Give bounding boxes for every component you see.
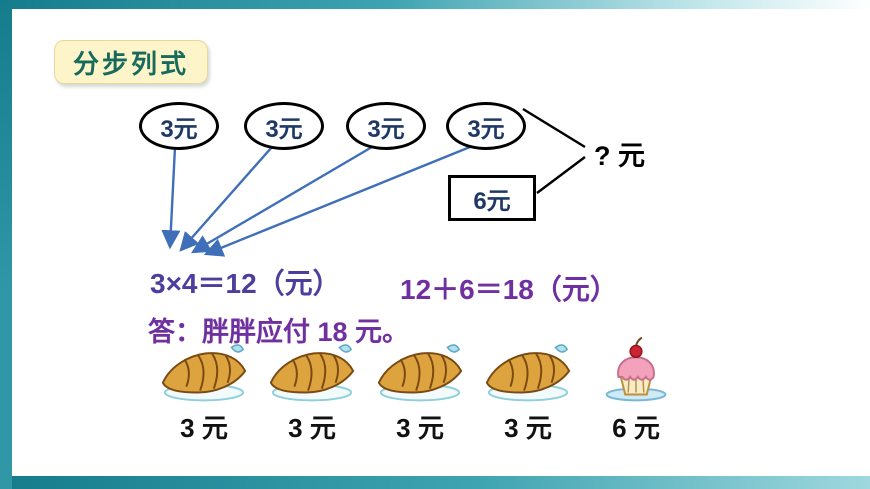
goods-price-label: 3 元	[180, 413, 228, 443]
arrow-from-oval-4	[203, 145, 471, 257]
price-oval-4: 3元	[446, 102, 526, 150]
arrow-from-oval-1	[161, 146, 181, 250]
price-box-label: 6元	[473, 187, 511, 215]
title-badge-label: 分步列式	[72, 48, 189, 79]
goods-item-bread-2: 3 元	[258, 336, 366, 445]
brace-line-top	[522, 107, 586, 149]
price-oval-1: 3元	[139, 102, 219, 150]
price-box-6yuan: 6元	[448, 175, 536, 221]
goods-item-bread-4: 3 元	[474, 336, 582, 445]
price-oval-3-label: 3元	[367, 115, 405, 143]
goods-price-label: 3 元	[288, 413, 336, 443]
question-total-label: ? 元	[594, 141, 645, 171]
price-oval-3: 3元	[346, 102, 426, 150]
bread-icon	[269, 344, 355, 402]
price-oval-1-label: 3元	[160, 115, 198, 143]
arrow-from-oval-3	[190, 145, 373, 254]
frame-top-bar	[0, 0, 870, 9]
bread-icon	[161, 344, 247, 402]
title-badge: 分步列式	[54, 40, 208, 84]
brace-line-bottom	[536, 156, 586, 194]
equation-step2: 12＋6＝18（元）	[400, 274, 618, 305]
cupcake-icon	[605, 336, 667, 402]
frame-left-bar	[0, 0, 12, 489]
goods-price-label: 6 元	[612, 413, 660, 443]
goods-price-label: 3 元	[396, 413, 444, 443]
price-oval-2-label: 3元	[265, 115, 303, 143]
arrow-from-oval-2	[179, 146, 273, 252]
equation-step1: 3×4＝12（元）	[150, 268, 341, 299]
bread-icon	[377, 344, 463, 402]
goods-item-bread-3: 3 元	[366, 336, 474, 445]
answer-sentence: 答：胖胖应付 18 元。	[148, 317, 410, 347]
goods-row: 3 元 3 元 3 元	[150, 336, 690, 445]
goods-item-cupcake: 6 元	[582, 336, 690, 445]
frame-bottom-bar	[0, 476, 870, 489]
price-oval-4-label: 3元	[467, 115, 505, 143]
bread-icon	[485, 344, 571, 402]
price-oval-2: 3元	[244, 102, 324, 150]
goods-price-label: 3 元	[504, 413, 552, 443]
goods-item-bread-1: 3 元	[150, 336, 258, 445]
